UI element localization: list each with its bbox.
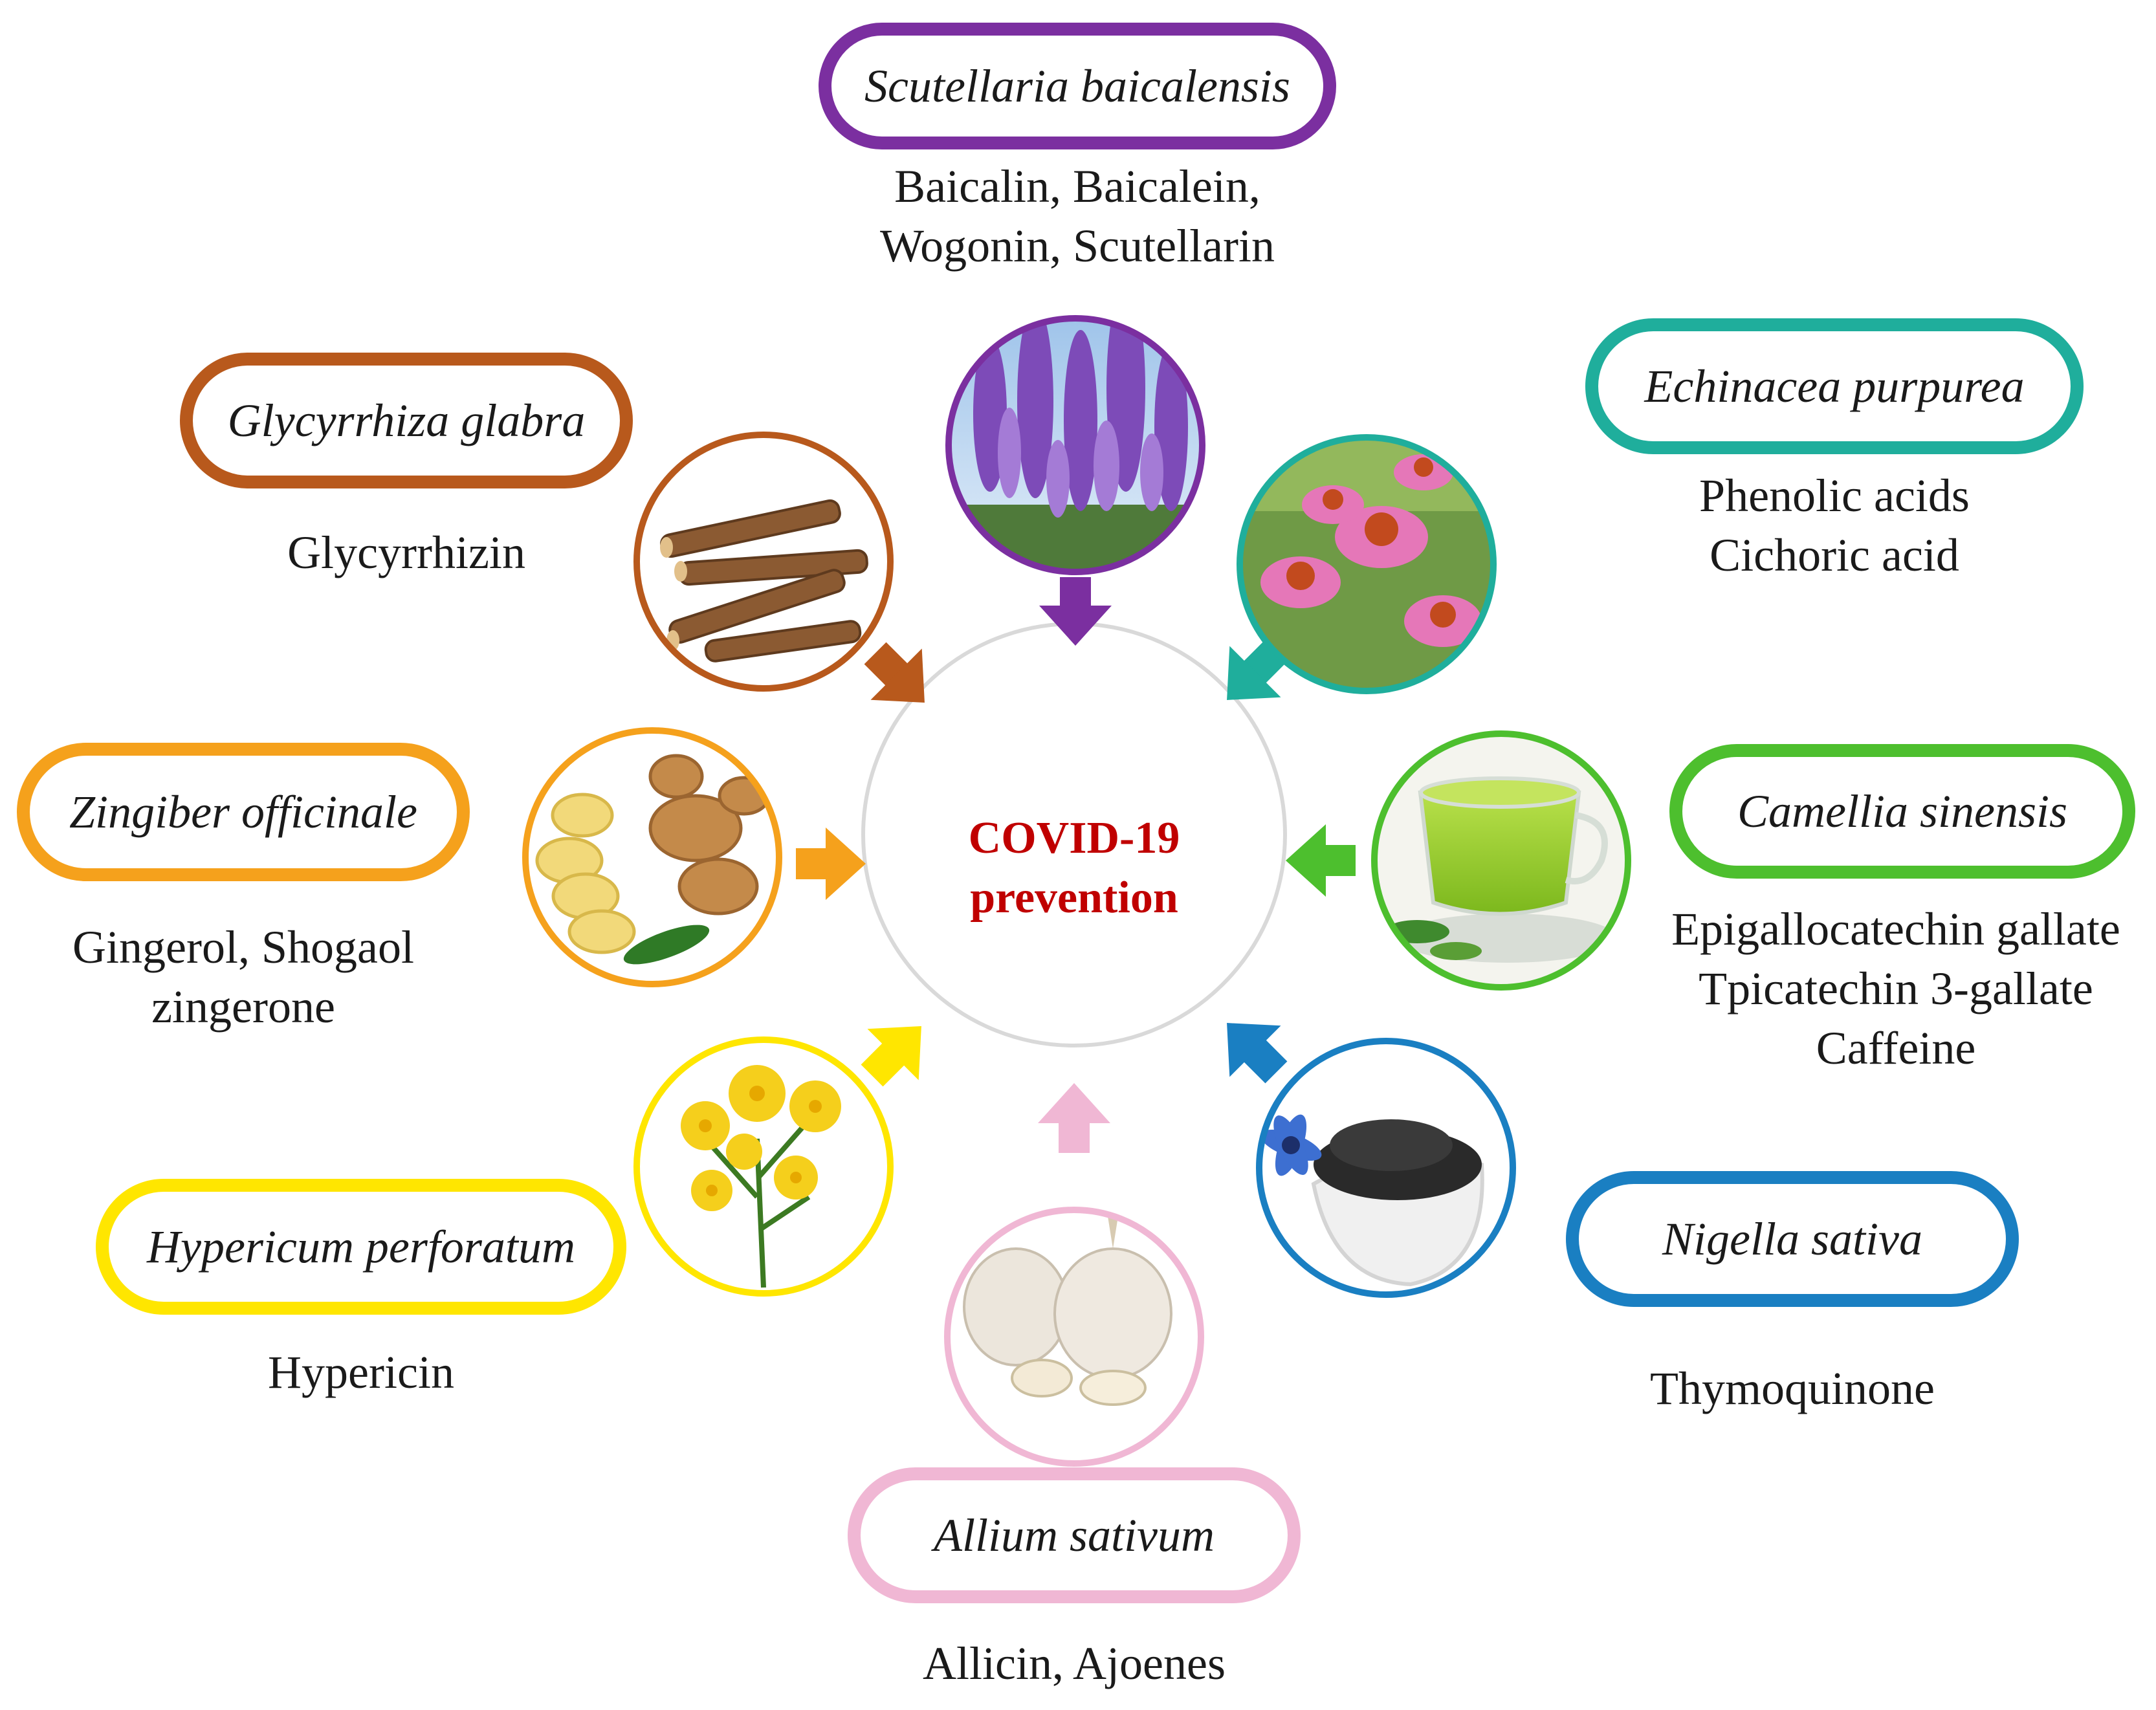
- arrow-nigella: [1227, 1023, 1288, 1084]
- plant-name-glycyrrhiza: Glycyrrhiza glabra: [180, 353, 633, 488]
- compound-line: zingerone: [151, 981, 335, 1033]
- st-johns-wort-photo: [637, 1040, 890, 1293]
- compounds-allium: Allicin, Ajoenes: [848, 1634, 1301, 1693]
- center-title-line1: COVID-19: [968, 813, 1180, 863]
- plant-name-hypericum: Hypericum perforatum: [96, 1179, 626, 1315]
- compounds-camellia: Epigallocatechin gallate Tpicatechin 3-g…: [1644, 899, 2148, 1078]
- compound-line: Baicalin, Baicalein,: [894, 160, 1260, 212]
- plant-name-zingiber: Zingiber officinale: [17, 743, 470, 881]
- compound-line: Hypericin: [268, 1346, 454, 1398]
- ginger-root-photo: [525, 730, 779, 984]
- skullcap-flower-photo: [949, 318, 1202, 572]
- compound-line: Thymoquinone: [1650, 1363, 1935, 1414]
- plant-name-label: Scutellaria baicalensis: [864, 60, 1290, 112]
- plant-name-echinacea: Echinacea purpurea: [1585, 318, 2084, 454]
- plant-name-nigella: Nigella sativa: [1566, 1171, 2019, 1307]
- plant-name-label: Nigella sativa: [1662, 1212, 1922, 1265]
- plant-name-label: Echinacea purpurea: [1644, 360, 2025, 412]
- compounds-nigella: Thymoquinone: [1566, 1359, 2019, 1418]
- arrow-camellia: [1286, 824, 1356, 897]
- compound-line: Epigallocatechin gallate: [1671, 903, 2120, 955]
- plant-name-label: Zingiber officinale: [69, 785, 417, 838]
- plant-name-allium: Allium sativum: [848, 1467, 1301, 1603]
- compound-line: Allicin, Ajoenes: [923, 1638, 1226, 1689]
- compounds-zingiber: Gingerol, Shogaol zingerone: [17, 917, 470, 1036]
- garlic-bulbs-photo: [947, 1210, 1201, 1463]
- compound-line: Glycyrrhizin: [287, 527, 525, 578]
- compound-line: Tpicatechin 3-gallate: [1699, 963, 2093, 1014]
- plant-name-label: Hypericum perforatum: [147, 1220, 575, 1273]
- plant-name-camellia: Camellia sinensis: [1669, 744, 2135, 879]
- coneflower-photo: [1240, 437, 1493, 691]
- plant-name-scutellaria: Scutellaria baicalensis: [819, 23, 1336, 149]
- plant-name-label: Glycyrrhiza glabra: [227, 394, 586, 446]
- compound-line: Caffeine: [1816, 1022, 1976, 1074]
- compounds-scutellaria: Baicalin, Baicalein, Wogonin, Scutellari…: [819, 157, 1336, 276]
- licorice-root-photo: [637, 435, 890, 688]
- plant-name-label: Camellia sinensis: [1737, 785, 2067, 837]
- green-tea-cup-photo: [1374, 734, 1628, 987]
- arrow-allium: [1038, 1083, 1110, 1153]
- compounds-echinacea: Phenolic acids Cichoric acid: [1585, 466, 2084, 585]
- compounds-glycyrrhiza: Glycyrrhizin: [180, 523, 633, 582]
- plant-name-label: Allium sativum: [934, 1509, 1215, 1561]
- compound-line: Cichoric acid: [1710, 529, 1959, 581]
- compound-line: Gingerol, Shogaol: [72, 921, 414, 973]
- compounds-hypericum: Hypericin: [96, 1343, 626, 1402]
- arrow-scutellaria: [1039, 577, 1112, 646]
- arrow-zingiber: [796, 828, 866, 900]
- compound-line: Phenolic acids: [1699, 470, 1970, 521]
- compound-line: Wogonin, Scutellarin: [879, 220, 1275, 272]
- center-title-line2: prevention: [970, 873, 1178, 923]
- center-title: COVID-19 prevention: [867, 809, 1281, 928]
- black-seed-bowl-photo: [1259, 1041, 1513, 1295]
